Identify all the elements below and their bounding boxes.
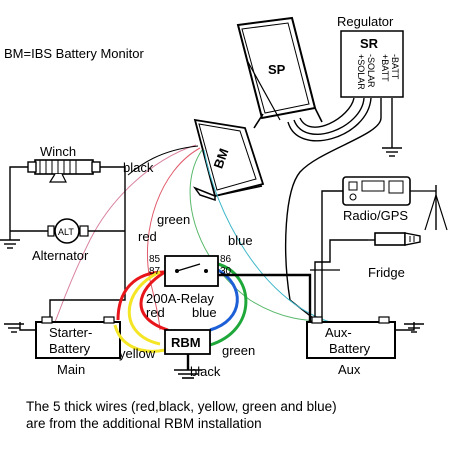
- ground-icon: [174, 369, 202, 379]
- starter-battery-label-1: Starter-: [49, 325, 92, 340]
- ground-icon: [0, 239, 20, 249]
- regulator-pin-pos-batt: +BATT: [380, 54, 390, 82]
- wire-label-green-top: green: [157, 212, 190, 227]
- alternator-label: Alternator: [32, 248, 89, 263]
- wire-label-green-bottom: green: [222, 343, 255, 358]
- fridge: Fridge: [368, 232, 421, 280]
- fridge-label: Fridge: [368, 265, 405, 280]
- radio-gps: Radio/GPS: [342, 176, 411, 223]
- starter-battery-label-2: Battery: [49, 341, 91, 356]
- aux-battery-label-2: Battery: [329, 341, 371, 356]
- wire-label-yellow: yellow: [119, 346, 156, 361]
- caption-line-2: are from the additional RBM installation: [26, 416, 262, 431]
- ground-icon: [4, 323, 24, 333]
- relay-pin-86: 86: [220, 254, 232, 265]
- winch-label: Winch: [40, 144, 76, 159]
- relay-label: 200A-Relay: [146, 291, 214, 306]
- ground-icon: [382, 147, 402, 157]
- rbm-module: RBM: [164, 329, 211, 355]
- battery-monitor: BM: [192, 118, 265, 202]
- caption: The 5 thick wires (red,black, yellow, gr…: [26, 398, 446, 432]
- solar-panel-label: SP: [268, 62, 286, 77]
- aux-battery: Aux- Battery Aux: [306, 316, 396, 377]
- legend-text: BM=IBS Battery Monitor: [4, 46, 144, 61]
- relay-pin-30: 30: [220, 266, 232, 277]
- aux-battery-sub: Aux: [338, 362, 361, 377]
- aux-battery-label-1: Aux-: [325, 325, 352, 340]
- wire-label-red-relay: red: [146, 305, 165, 320]
- relay-pin-85: 85: [149, 254, 161, 265]
- wire-label-black-bottom: black: [190, 364, 221, 379]
- caption-line-1: The 5 thick wires (red,black, yellow, gr…: [26, 399, 337, 414]
- regulator-pin-neg-solar: -SOLAR: [366, 54, 376, 88]
- ground-icon: [404, 323, 424, 333]
- winch: Winch: [27, 144, 101, 183]
- relay-200a: 85 86 87 30 200A-Relay: [146, 254, 232, 306]
- regulator: Regulator SR -BATT +BATT -SOLAR +SOLAR: [337, 14, 404, 98]
- regulator-pin-neg-batt: -BATT: [390, 54, 400, 80]
- relay-pin-87: 87: [149, 266, 161, 277]
- rbm-label: RBM: [171, 335, 201, 350]
- regulator-pin-pos-solar: +SOLAR: [356, 54, 366, 90]
- antenna-icon: [424, 185, 448, 231]
- starter-battery: Starter- Battery Main: [35, 316, 121, 377]
- wire-label-red-left: red: [138, 229, 157, 244]
- radio-gps-label: Radio/GPS: [343, 208, 408, 223]
- alternator: ALT Alternator: [32, 218, 89, 263]
- regulator-abbr: SR: [360, 36, 379, 51]
- solar-panel: SP: [236, 16, 323, 129]
- starter-battery-sub: Main: [57, 362, 85, 377]
- alternator-badge: ALT: [58, 227, 74, 237]
- wire-label-black-top: black: [123, 160, 154, 175]
- wire-label-blue-right: blue: [228, 233, 253, 248]
- wire-label-blue-relay: blue: [192, 305, 217, 320]
- regulator-title: Regulator: [337, 14, 394, 29]
- battery-monitor-label: BM: [210, 146, 231, 170]
